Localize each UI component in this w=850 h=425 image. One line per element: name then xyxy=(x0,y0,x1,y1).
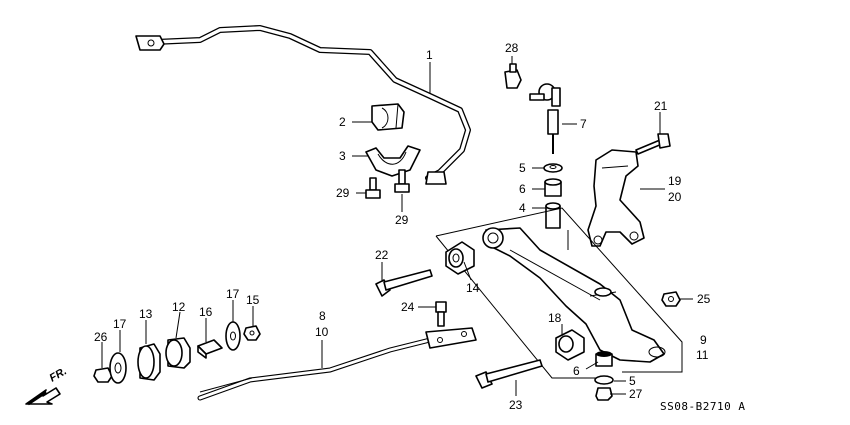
callout-6-lower: 6 xyxy=(573,364,580,378)
callout-7: 7 xyxy=(580,117,587,131)
callout-6-upper: 6 xyxy=(519,182,526,196)
callout-9: 9 xyxy=(700,333,707,347)
callout-29-left: 29 xyxy=(336,186,350,200)
callout-27: 27 xyxy=(629,387,643,401)
callout-20: 20 xyxy=(668,190,682,204)
flange-bolts xyxy=(365,169,410,199)
callout-12: 12 xyxy=(172,300,186,314)
arm-bolt-23 xyxy=(475,359,543,389)
stabilizer-bushing xyxy=(371,103,405,131)
callout-18: 18 xyxy=(548,311,562,325)
arm-bushing-rear xyxy=(555,329,585,361)
callout-11: 11 xyxy=(696,348,709,362)
callout-4: 4 xyxy=(519,201,526,215)
bushing-holder xyxy=(365,145,421,177)
lower-control-arm xyxy=(482,227,666,363)
front-direction-arrow xyxy=(25,387,61,406)
leader-lines xyxy=(101,56,693,396)
callout-24: 24 xyxy=(401,300,415,314)
callout-2: 2 xyxy=(339,115,346,129)
callout-29-right: 29 xyxy=(395,213,409,227)
callout-25: 25 xyxy=(697,292,711,306)
arm-bushing-front xyxy=(445,241,475,275)
flange-bolt-24 xyxy=(435,301,447,327)
callout-8: 8 xyxy=(319,309,326,323)
radius-rod-bushings xyxy=(93,321,261,384)
stabilizer-link xyxy=(529,83,561,154)
callout-28: 28 xyxy=(505,41,519,55)
callout-3: 3 xyxy=(339,149,346,163)
direction-label: FR. xyxy=(48,365,69,384)
callout-16: 16 xyxy=(199,305,213,319)
knuckle-bolt xyxy=(635,133,671,155)
callout-17-right: 17 xyxy=(226,287,240,301)
callout-labels: 1 2 3 29 29 28 7 5 6 4 21 19 20 22 14 25… xyxy=(48,41,745,413)
washer-upper xyxy=(543,163,563,173)
callout-5-lower: 5 xyxy=(629,374,636,388)
callout-10: 10 xyxy=(315,325,329,339)
link-bushing-upper xyxy=(544,178,562,197)
callout-17-left: 17 xyxy=(113,317,127,331)
callout-23: 23 xyxy=(509,398,523,412)
callout-21: 21 xyxy=(654,99,668,113)
callout-13: 13 xyxy=(139,307,153,321)
stabilizer-bar xyxy=(135,25,471,185)
callout-26: 26 xyxy=(94,330,108,344)
callout-14: 14 xyxy=(466,281,480,295)
callout-15: 15 xyxy=(246,293,260,307)
callout-1: 1 xyxy=(426,48,433,62)
steering-knuckle xyxy=(587,149,645,247)
lower-arm-box xyxy=(435,207,683,379)
link-lower-hardware xyxy=(594,351,614,401)
arm-bolt-22 xyxy=(375,269,433,297)
diagram-code: SS08-B2710 A xyxy=(660,400,745,413)
callout-22: 22 xyxy=(375,248,389,262)
callout-19: 19 xyxy=(668,174,682,188)
self-locking-nut xyxy=(504,63,522,89)
flange-nut-25 xyxy=(661,291,681,307)
link-collar xyxy=(545,202,561,229)
callout-5-upper: 5 xyxy=(519,161,526,175)
radius-rod xyxy=(197,327,477,401)
